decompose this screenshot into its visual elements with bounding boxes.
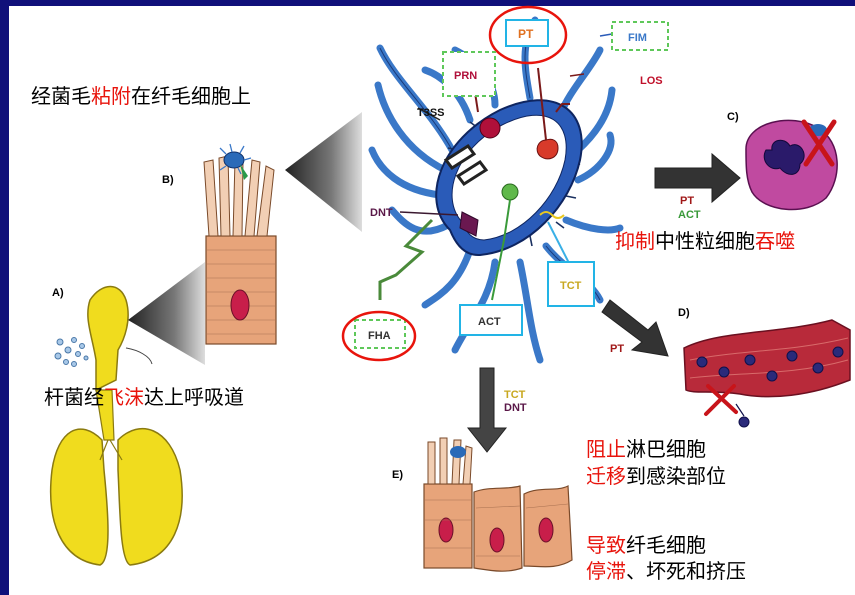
caption-droplet-highlight: 飞沫	[104, 385, 144, 409]
label-c-act: ACT	[678, 209, 701, 221]
caption-lymph-line2: 迁移到感染部位	[586, 464, 726, 488]
caption-adhesion: 经菌毛粘附在纤毛细胞上	[31, 84, 251, 108]
caption-lymph2-hl: 迁移	[586, 464, 626, 488]
arrow-to-c	[655, 154, 740, 202]
caption-phago-hl1: 抑制	[615, 229, 655, 253]
damaged-epithelium-illustration	[424, 438, 572, 571]
neutrophil-illustration	[746, 120, 837, 209]
caption-adhesion-highlight: 粘附	[91, 84, 131, 108]
label-tct: TCT	[560, 280, 582, 292]
label-d-pt: PT	[610, 343, 624, 355]
caption-phago-hl2: 吞噬	[755, 229, 795, 253]
caption-droplet-post: 达上呼吸道	[144, 385, 244, 409]
panel-c-label: C)	[727, 111, 739, 123]
label-pt: PT	[518, 27, 534, 41]
label-los: LOS	[640, 75, 663, 87]
label-e-tct: TCT	[504, 389, 526, 401]
caption-phagocytosis: 抑制中性粒细胞吞噬	[615, 229, 795, 253]
caption-droplet: 杆菌经飞沫达上呼吸道	[44, 385, 244, 409]
label-e-dnt: DNT	[504, 402, 527, 414]
caption-lymph1-post: 淋巴细胞	[626, 437, 706, 461]
label-c-pt: PT	[680, 195, 694, 207]
label-prn: PRN	[454, 70, 477, 82]
blood-vessel-illustration	[684, 320, 850, 427]
label-fha: FHA	[368, 330, 391, 342]
caption-lymph1-hl: 阻止	[586, 437, 626, 461]
caption-adhesion-post: 在纤毛细胞上	[131, 84, 251, 108]
label-fim: FIM	[628, 32, 647, 44]
panel-a-label: A)	[52, 287, 64, 299]
label-dnt: DNT	[370, 207, 393, 219]
panel-e-label: E)	[392, 469, 403, 481]
droplets-icon	[55, 338, 88, 367]
caption-cilia-line2: 停滞、坏死和挤压	[586, 559, 746, 583]
caption-cilia1-post: 纤毛细胞	[626, 533, 706, 557]
caption-lymph2-post: 到感染部位	[626, 464, 726, 488]
magnify-cone-a	[128, 262, 205, 365]
caption-cilia-line1: 导致纤毛细胞	[586, 533, 706, 557]
ciliated-cell-illustration	[204, 144, 276, 344]
caption-cilia1-hl: 导致	[586, 533, 626, 557]
arrow-to-e	[468, 368, 506, 452]
magnify-cone-b	[285, 112, 362, 232]
caption-phago-mid: 中性粒细胞	[655, 229, 755, 253]
caption-adhesion-pre: 经菌毛	[31, 84, 91, 108]
caption-cilia2-hl: 停滞	[586, 559, 626, 583]
caption-lymph-line1: 阻止淋巴细胞	[586, 437, 706, 461]
panel-d-label: D)	[678, 307, 690, 319]
panel-b-label: B)	[162, 174, 174, 186]
caption-cilia2-post: 、坏死和挤压	[626, 559, 746, 583]
label-t3ss: T3SS	[417, 107, 445, 119]
caption-droplet-pre: 杆菌经	[44, 385, 104, 409]
label-act: ACT	[478, 316, 501, 328]
